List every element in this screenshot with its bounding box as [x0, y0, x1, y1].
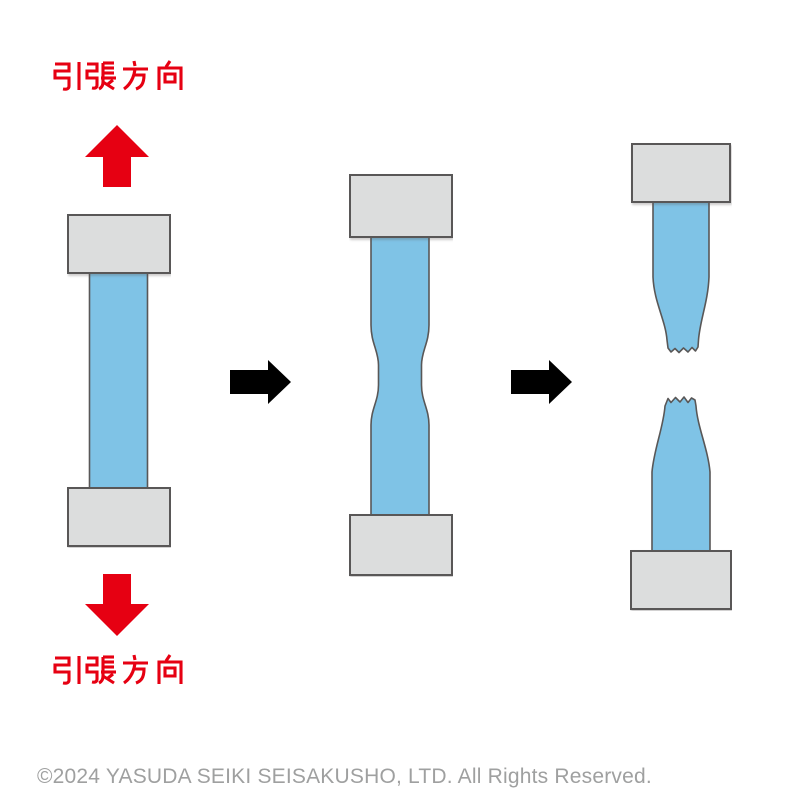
- specimen-fractured-grip-top: [631, 143, 731, 203]
- specimen-fractured-grip-bottom: [630, 550, 732, 610]
- copyright-text: ©2024 YASUDA SEIKI SEISAKUSHO, LTD. All …: [37, 765, 652, 788]
- specimen-necking-grip-bottom: [349, 514, 453, 576]
- step-arrow-1-right-arrow-icon: [230, 360, 291, 404]
- tension-direction-label-bottom: [53, 654, 183, 685]
- specimen-fractured-bottom: [630, 396, 732, 610]
- kanji-hiki: [53, 656, 81, 685]
- specimen-necking: [349, 174, 453, 576]
- tension-direction-label-top: [53, 60, 183, 91]
- specimen-initial-grip-top: [67, 214, 171, 274]
- specimen-fractured-top: [631, 143, 731, 354]
- specimen-necking-grip-top: [349, 174, 453, 238]
- kanji-hou: [123, 60, 148, 91]
- specimen-initial-grip-bottom: [67, 487, 171, 547]
- kanji-chou: [85, 61, 116, 91]
- kanji-kou: [157, 60, 183, 90]
- kanji-kou: [157, 654, 183, 684]
- specimen-necking-body: [370, 232, 430, 520]
- up-arrow-icon: [85, 125, 149, 187]
- kanji-hou: [123, 654, 148, 685]
- specimen-fractured-top-body: [652, 196, 710, 354]
- step-arrow-2-right-arrow-icon: [511, 360, 572, 404]
- specimen-fractured-bottom-body: [651, 396, 711, 554]
- specimen-initial: [67, 214, 171, 547]
- kanji-chou: [85, 655, 116, 685]
- down-arrow-icon: [85, 574, 149, 636]
- specimen-initial-body: [88, 267, 149, 494]
- kanji-hiki: [53, 62, 81, 91]
